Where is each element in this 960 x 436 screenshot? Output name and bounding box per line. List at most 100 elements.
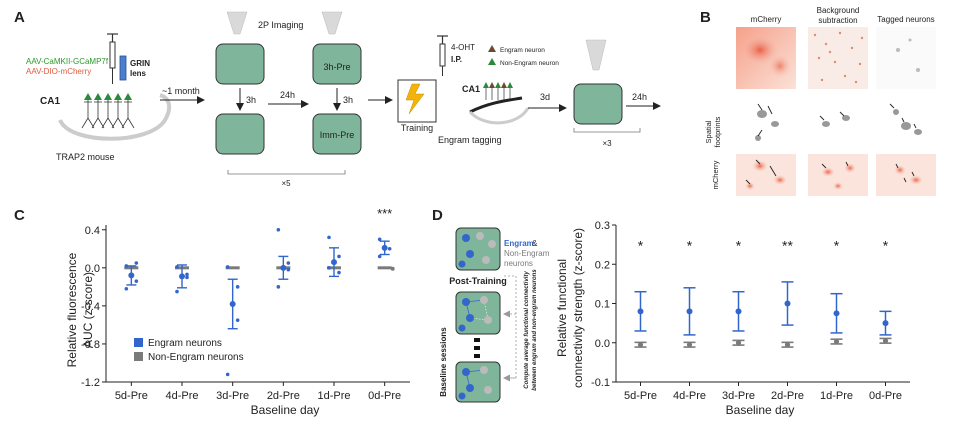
session-box <box>573 83 623 125</box>
c-xlabel: Baseline day <box>251 403 320 417</box>
row-label-mcherry: mCherry <box>711 160 720 189</box>
non-engram-mean <box>833 338 840 345</box>
panel-d: D Engram & Non-Engram neurons Post-Train… <box>432 207 910 417</box>
c-significance: *** <box>377 206 392 221</box>
engram-point <box>225 265 230 269</box>
non-engram-neuron-icon <box>488 58 496 65</box>
image-tagged-neurons <box>876 27 936 89</box>
d-ylabel-2: connectivity strength (z-score) <box>571 228 585 388</box>
ellipsis-dot <box>474 346 480 350</box>
panel-label-c: C <box>14 207 25 224</box>
schematic-amp: & <box>532 239 538 248</box>
virus-mcherry-label: AAV-DIO-mCherry <box>26 67 91 76</box>
engram-point <box>235 285 240 289</box>
objective-icon <box>226 11 248 35</box>
panel-label-b: B <box>700 9 711 26</box>
panel-label-a: A <box>14 9 25 26</box>
times-3-label: ×3 <box>602 139 612 148</box>
engram-point <box>286 261 291 265</box>
engram-point <box>134 261 139 265</box>
engram-mean <box>735 308 742 315</box>
y-tick-label: -0.1 <box>591 377 610 389</box>
row-label-footprints: footprints <box>713 116 722 147</box>
engram-point <box>337 270 341 275</box>
col-title-mcherry: mCherry <box>751 15 782 24</box>
brain-region-outline <box>469 96 523 114</box>
engram-point <box>124 264 129 268</box>
x-tick-label: 1d-Pre <box>820 390 853 402</box>
subtracted-cells <box>813 31 864 84</box>
y-tick-label: -0.4 <box>81 301 100 313</box>
x-tick-label: 0d-Pre <box>869 390 902 402</box>
session-box <box>215 43 265 85</box>
d-xlabel: Baseline day <box>726 403 795 417</box>
tagged-cells <box>896 38 920 72</box>
y-tick-label: 0.0 <box>85 263 100 275</box>
hippocampus-outline <box>58 93 172 141</box>
schematic-network <box>458 296 492 332</box>
post-training-label: Post-Training <box>449 276 507 286</box>
non-engram-mean <box>735 340 742 346</box>
engram-mean <box>229 300 236 307</box>
c-plot-area <box>124 227 395 377</box>
schematic-network <box>458 366 492 400</box>
x-tick-label: 5d-Pre <box>115 390 148 402</box>
ellipsis-dot <box>474 354 480 358</box>
non-engram-mean <box>784 342 791 348</box>
engram-tagging-label: Engram tagging <box>438 135 502 145</box>
engram-point <box>134 279 139 283</box>
engram-mean <box>686 308 693 315</box>
significance-marker: * <box>687 238 693 254</box>
session-box-3h-pre <box>312 43 362 85</box>
x-tick-label: 4d-Pre <box>165 390 198 402</box>
x-tick-label: 0d-Pre <box>368 390 401 402</box>
engram-mean <box>784 300 791 307</box>
y-tick-label: 0.3 <box>595 220 610 232</box>
image-background-subtraction <box>808 27 868 89</box>
panel-c: C Relative fluorescence AUC (z-score) 0.… <box>14 206 410 417</box>
y-tick-label: 0.4 <box>85 225 100 237</box>
significance-marker: ** <box>782 238 793 254</box>
times-5-label: ×5 <box>281 179 291 188</box>
engram-point <box>225 372 230 377</box>
box-3h-pre-label: 3h-Pre <box>323 62 350 72</box>
schematic-non-engram: Non-Engram <box>504 249 550 258</box>
d-ylabel-1: Relative functional <box>555 259 569 357</box>
x-tick-label: 4d-Pre <box>673 390 706 402</box>
engram-point <box>175 289 179 294</box>
engram-point <box>185 275 189 280</box>
compute-note-1: Compute average functional connectivity <box>524 271 530 389</box>
session-box-imm-pre <box>312 113 362 155</box>
engram-point <box>124 286 129 291</box>
engram-point <box>276 285 281 289</box>
ca1-label: CA1 <box>40 96 60 107</box>
legend-non-engram-neuron: Non-Engram neuron <box>500 60 559 67</box>
grin-lens-icon <box>119 55 127 81</box>
engram-point <box>327 266 331 270</box>
engram-mean <box>280 264 287 271</box>
engram-point <box>175 265 179 269</box>
engram-point <box>387 246 392 251</box>
c-legend-engram: Engram neurons <box>148 338 222 349</box>
neuron-row-icon <box>81 93 135 129</box>
month-label: ~1 month <box>162 86 200 96</box>
image-footprints-2 <box>808 100 868 148</box>
y-tick-label: -0.8 <box>81 339 100 351</box>
significance-marker: * <box>638 238 644 254</box>
dashed-bracket <box>504 275 517 379</box>
c-legend-engram-swatch <box>134 338 143 347</box>
syringe-icon <box>107 33 118 84</box>
h3-left-label: 3h <box>246 95 256 105</box>
engram-mean <box>637 308 644 315</box>
ellipsis-dot <box>474 338 480 342</box>
significance-marker: * <box>736 238 742 254</box>
d-plot-area: ******* <box>634 238 892 348</box>
y-tick-label: 0.0 <box>595 338 610 350</box>
compute-note-2: between engram and non-engram neurons <box>532 269 538 391</box>
lightning-icon <box>405 83 425 115</box>
schematic-neurons <box>458 232 496 268</box>
panel-a: A AAV-CaMKII-GCaMP7f AAV-DIO-mCherry GRI… <box>14 9 661 188</box>
